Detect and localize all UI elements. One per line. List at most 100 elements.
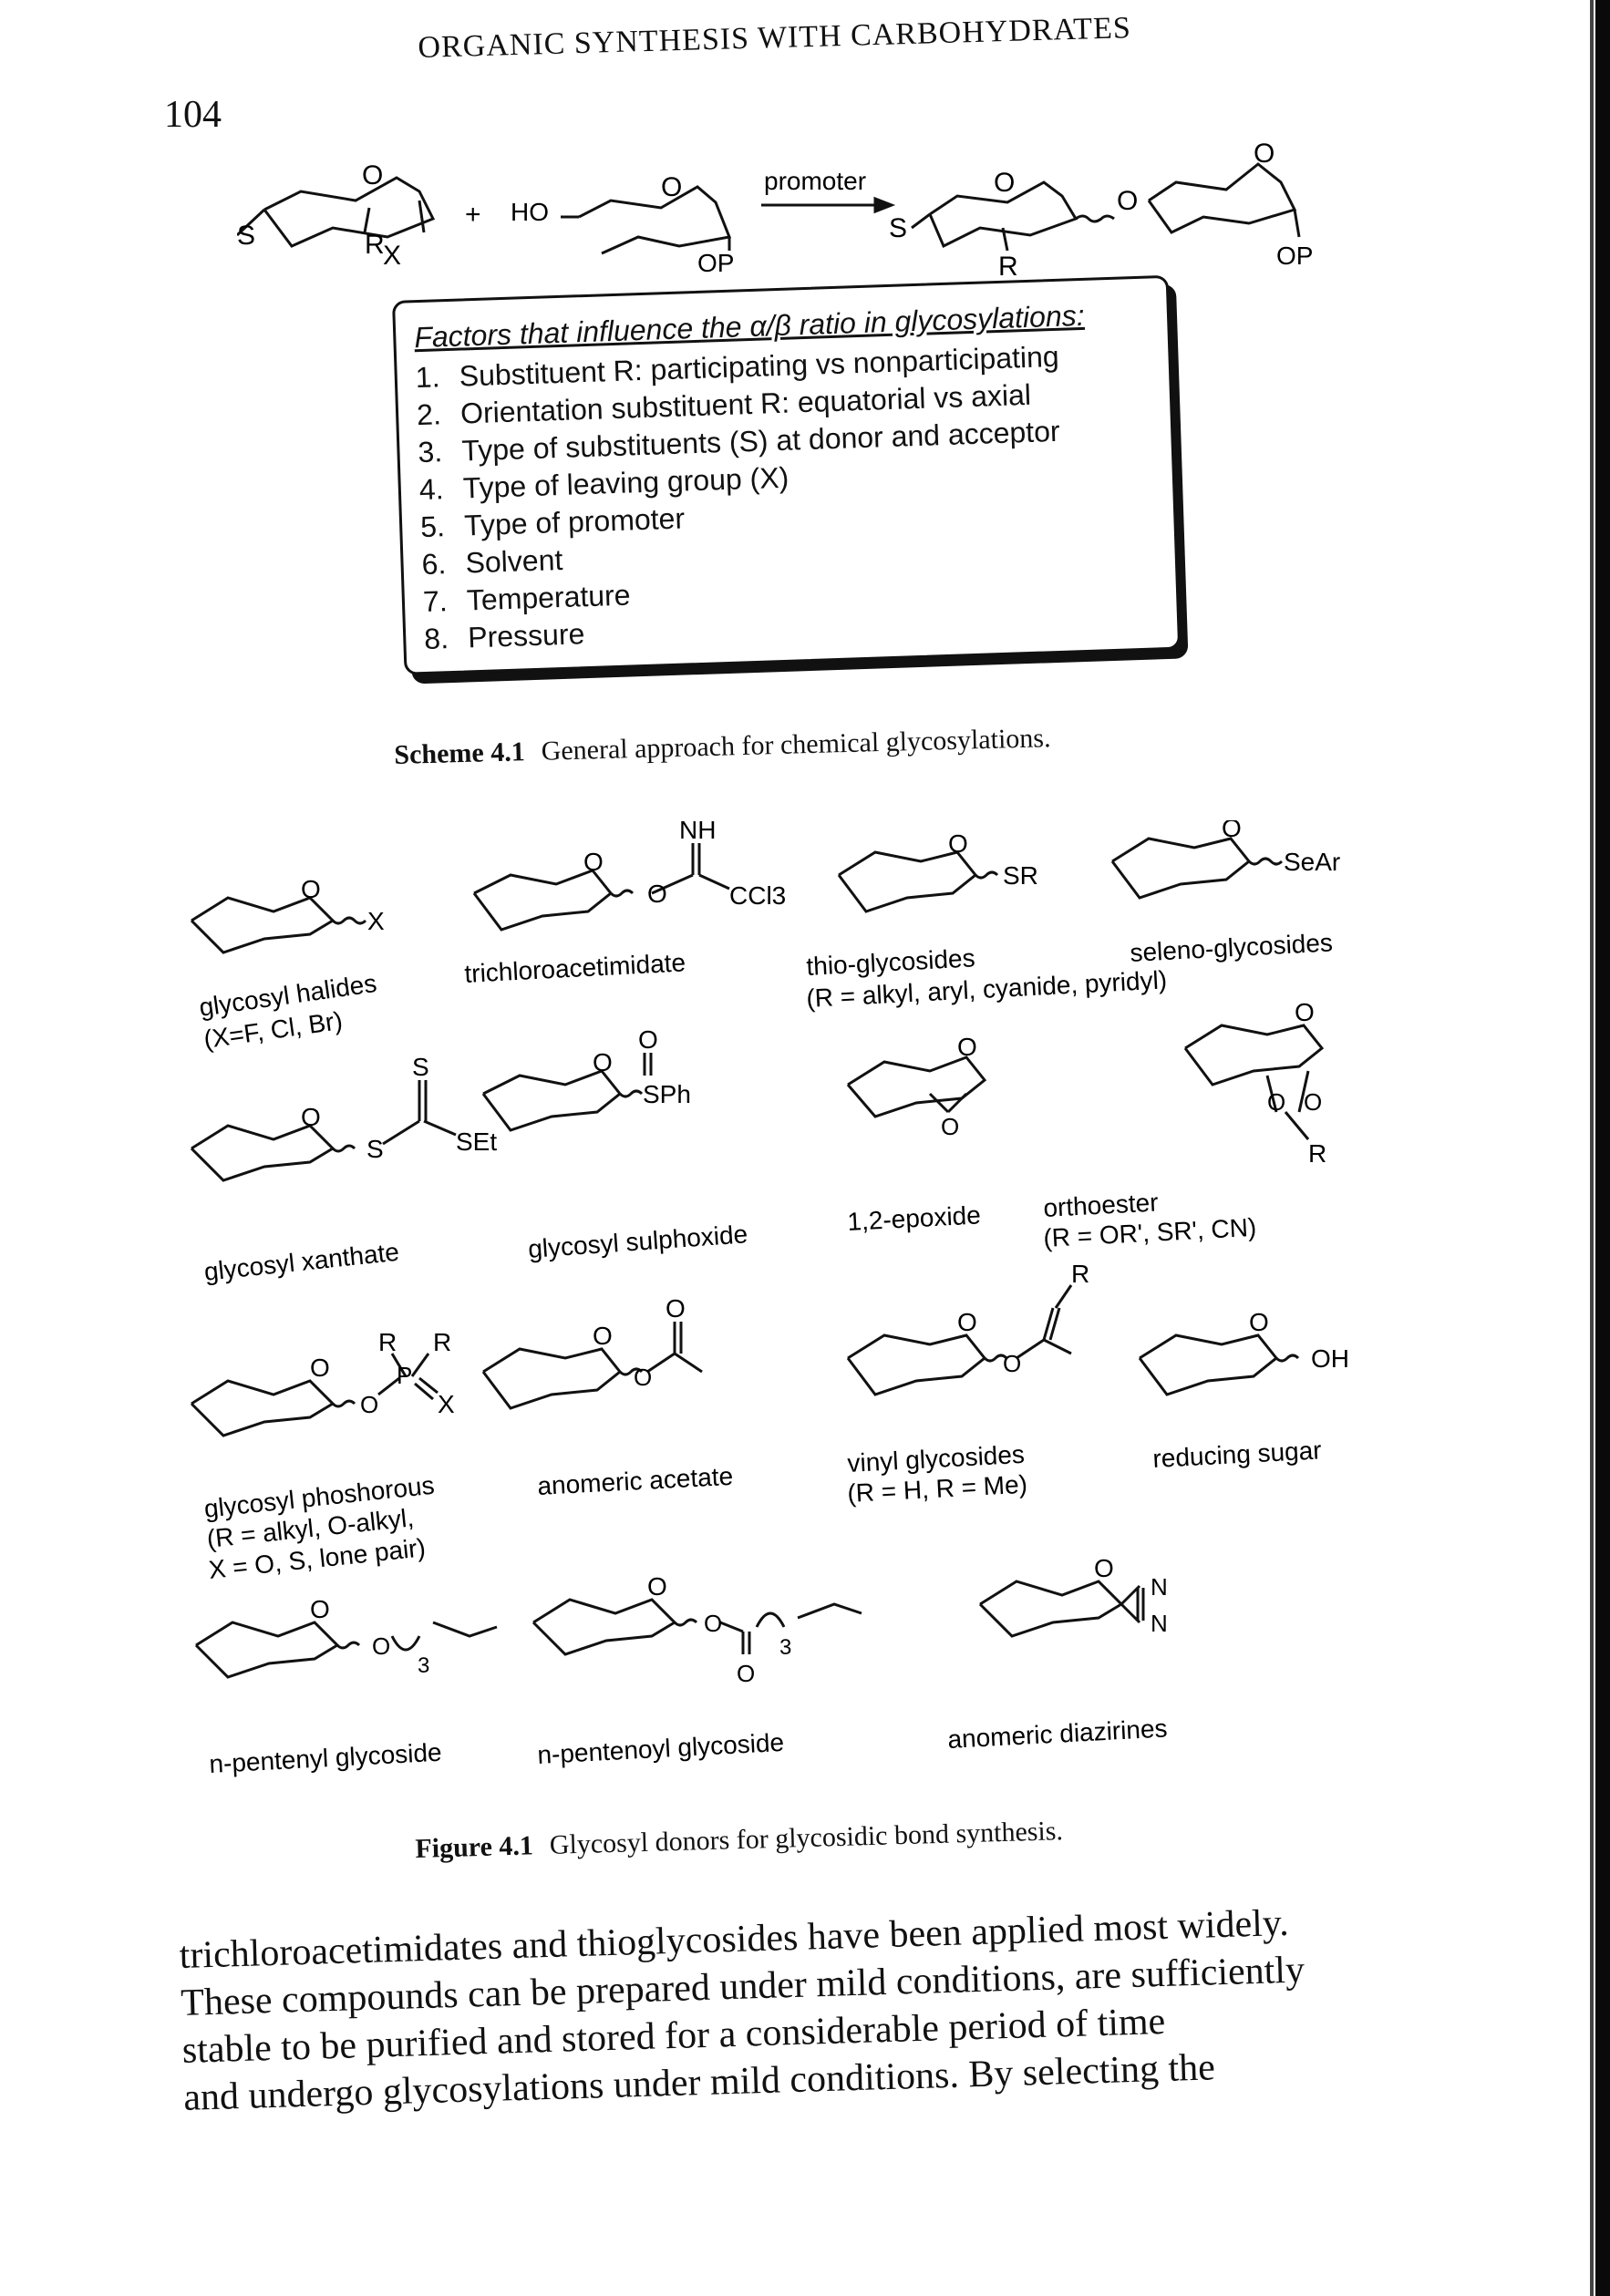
epoxide-o: O [941, 1113, 959, 1140]
imidate-nh: NH [679, 820, 716, 844]
xanthate-ring [190, 1124, 335, 1182]
xanthate-s: S [366, 1135, 384, 1163]
donor-ring-o: O [362, 160, 383, 190]
thio-ring [837, 850, 978, 913]
pentenoyl-n: 3 [779, 1635, 791, 1660]
svg-text:O: O [583, 848, 604, 876]
binding-edge [1595, 0, 1610, 2296]
diazirine-name: anomeric diazirines [947, 1714, 1169, 1754]
product-op-label: OP [1276, 242, 1313, 270]
phos-x: X [438, 1390, 455, 1418]
svg-text:O: O [593, 1322, 613, 1350]
phos-r2: R [433, 1328, 451, 1356]
scheme-caption: Scheme 4.1 General approach for chemical … [394, 723, 1051, 771]
halide-ring [190, 896, 335, 954]
pentenyl-name: n-pentenyl glycoside [209, 1738, 443, 1778]
imidate-ring [472, 869, 614, 932]
sulphoxide-o: O [638, 1025, 658, 1054]
svg-text:O: O [310, 1354, 330, 1382]
vinyl-o: O [1003, 1350, 1021, 1377]
sulphoxide-ring [481, 1069, 623, 1132]
svg-text:O: O [647, 1572, 667, 1601]
arrow-label: promoter [764, 167, 866, 195]
halide-x: X [367, 907, 385, 935]
page-number: 104 [164, 94, 222, 136]
diazirine-n2: N [1151, 1610, 1168, 1637]
reducing-oh: OH [1311, 1344, 1349, 1373]
thio-name: thio-glycosides [806, 943, 976, 981]
product-ring-o-1: O [994, 168, 1015, 198]
svg-text:O: O [957, 1308, 977, 1336]
figure-caption-text: Glycosyl donors for glycosidic bond synt… [549, 1816, 1064, 1860]
svg-text:O: O [301, 1103, 321, 1131]
donor-x-label: X [383, 241, 401, 271]
glycosylation-reaction: S R X O + HO O OP promoter S O R O O OP [237, 139, 1313, 282]
reducing-name: reducing sugar [1152, 1436, 1323, 1473]
phos-r1: R [378, 1328, 397, 1356]
seleno-sear: SeAr [1284, 848, 1340, 876]
acceptor-ring-o: O [661, 172, 682, 202]
acetate-name: anomeric acetate [537, 1462, 734, 1500]
xanthate-s-top: S [412, 1053, 429, 1081]
acceptor-ho-label: HO [511, 198, 549, 226]
factors-box: Factors that influence the α/β ratio in … [392, 274, 1182, 684]
xanthate-set: SEt [456, 1127, 497, 1156]
svg-text:O: O [1094, 1554, 1114, 1582]
diazirine-n1: N [1151, 1573, 1168, 1601]
orthoester-name: orthoester [1043, 1188, 1160, 1222]
svg-text:O: O [593, 1048, 613, 1076]
svg-text:O: O [1249, 1308, 1269, 1336]
pentenyl-ring [194, 1621, 340, 1679]
xanthate-name: glycosyl xanthate [202, 1238, 400, 1286]
product-r-label: R [998, 252, 1018, 282]
product-bridge-o: O [1117, 186, 1138, 216]
body-paragraph: trichloroacetimidates and thioglycosides… [179, 1896, 1424, 2122]
svg-text:O: O [957, 1033, 977, 1061]
imidate-ccl3: CCl3 [729, 881, 786, 910]
imidate-o: O [647, 880, 667, 908]
pentenoyl-name: n-pentenoyl glycoside [537, 1728, 785, 1769]
vinyl-r: R [1071, 1260, 1089, 1288]
pentenoyl-o1: O [704, 1610, 722, 1637]
svg-text:O: O [948, 829, 968, 858]
svg-text:O: O [301, 875, 321, 903]
orthoester-o1: O [1267, 1088, 1285, 1116]
donor-s-label: S [237, 221, 255, 251]
running-head: ORGANIC SYNTHESIS WITH CARBOHYDRATES [418, 11, 1132, 65]
sulphoxide-sph: SPh [643, 1080, 691, 1108]
pentenyl-o: O [372, 1632, 390, 1660]
vinyl-ring [846, 1333, 987, 1396]
pentenoyl-o2: O [737, 1660, 755, 1687]
plus-sign: + [465, 200, 481, 230]
product-ring-o-2: O [1254, 139, 1275, 169]
epoxide-ring [846, 1055, 987, 1118]
figure-caption: Figure 4.1 Glycosyl donors for glycosidic… [415, 1816, 1063, 1865]
scheme-caption-label: Scheme 4.1 [394, 736, 526, 770]
imidate-name: trichloroacetimidate [464, 948, 686, 988]
phos-o: O [360, 1391, 378, 1418]
binding-shadow [1590, 0, 1594, 2296]
pentenoyl-ring [532, 1598, 677, 1656]
glycosyl-donors-figure: O O O O X glycosyl halides (X=F, Cl, Br)… [190, 820, 1349, 1778]
thio-sr: SR [1003, 861, 1038, 890]
orthoester-o2: O [1304, 1088, 1322, 1116]
factors-list: 1.Substituent R: participating vs nonpar… [415, 338, 1068, 658]
acetate-ring [481, 1347, 623, 1410]
donor-r-label: R [365, 230, 385, 260]
acetate-o1: O [634, 1364, 652, 1391]
pentenyl-n: 3 [418, 1653, 429, 1678]
phos-p: P [397, 1362, 412, 1389]
seleno-ring [1110, 837, 1252, 900]
seleno-name: seleno-glycosides [1130, 928, 1334, 967]
figure-caption-label: Figure 4.1 [415, 1830, 534, 1864]
acceptor-op-label: OP [697, 249, 734, 277]
diazirine-ring [978, 1580, 1124, 1638]
svg-text:O: O [1222, 820, 1242, 842]
svg-text:O: O [310, 1595, 330, 1623]
svg-text:O: O [1295, 998, 1315, 1026]
reducing-ring [1138, 1333, 1279, 1396]
scheme-caption-text: General approach for chemical glycosylat… [541, 723, 1051, 767]
product-s-label: S [889, 213, 907, 243]
orthoester-r: R [1308, 1139, 1326, 1168]
epoxide-name: 1,2-epoxide [847, 1200, 982, 1236]
